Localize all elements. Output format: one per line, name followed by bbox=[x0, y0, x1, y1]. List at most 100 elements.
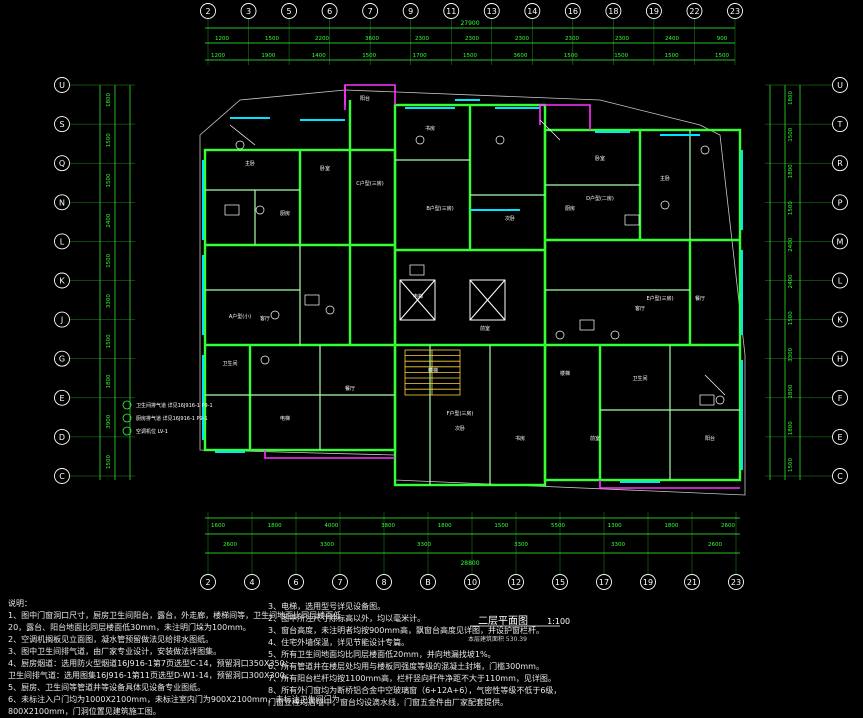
axis-label: 15 bbox=[555, 578, 565, 587]
note-line: 3、窗台高度，未注明者均按900mm高，飘窗台高度见详图，并设护窗栏杆。 bbox=[268, 626, 544, 635]
bottom-dimension: 3300 bbox=[514, 542, 528, 548]
axis-bubble: C bbox=[832, 468, 848, 484]
axis-label: G bbox=[59, 355, 65, 364]
top-dimension: 1500 bbox=[665, 53, 679, 59]
right-dimension: 1800 bbox=[788, 91, 794, 105]
axis-bubble: 12 bbox=[508, 574, 524, 590]
axis-bubble: R bbox=[832, 155, 848, 172]
note-line: 7、所有阳台栏杆均按1100mm高，栏杆竖向杆件净距不大于110mm，见详图。 bbox=[268, 674, 556, 683]
balconies bbox=[264, 84, 740, 489]
legend: 卫生间排气道 详见16J916-1 P9-1 厨房排气道 详见16J916-1 … bbox=[122, 400, 213, 436]
top-dimension: 2300 bbox=[465, 36, 479, 42]
room-label: 前室 bbox=[480, 325, 490, 332]
axis-label: 6 bbox=[327, 7, 332, 16]
axis-bubble: L bbox=[832, 272, 848, 289]
note-line: 20，露台、阳台地面比同层楼面低30mm，未注明门垛为100mm。 bbox=[8, 623, 251, 632]
axis-bubble: 14 bbox=[524, 3, 541, 19]
left-dimension: 3900 bbox=[106, 414, 112, 428]
note-line: 1、图中门窗洞口尺寸，厨房卫生间阳台，露台，外走廊，楼梯间等，卫生间地面比同层楼… bbox=[8, 611, 342, 620]
room-label: 楼梯 bbox=[560, 370, 570, 377]
note-line: 4、厨房烟道：选用防火型烟道16J916-1第7页选型C-14，预留洞口350X… bbox=[8, 659, 293, 668]
axis-bubble: N bbox=[54, 194, 70, 211]
axis-label: C bbox=[59, 472, 65, 481]
top-dimension: 2300 bbox=[515, 36, 529, 42]
room-label: 电梯 bbox=[280, 415, 290, 422]
top-dimension: 2300 bbox=[565, 36, 579, 42]
axis-label: 16 bbox=[568, 7, 578, 16]
axis-label: 21 bbox=[687, 578, 697, 587]
axis-bubble: 19 bbox=[645, 3, 662, 19]
axis-label: K bbox=[837, 316, 843, 325]
axis-bubble: 11 bbox=[443, 3, 460, 19]
note-line: 4、住宅外墙保温，详见节能设计专篇。 bbox=[268, 638, 410, 647]
room-label: 餐厅 bbox=[345, 385, 355, 392]
left-dimension: 1500 bbox=[106, 334, 112, 348]
axis-bubble: L bbox=[54, 233, 70, 250]
axis-bubble: 16 bbox=[564, 3, 581, 19]
room-label: 次卧 bbox=[505, 215, 515, 222]
top-dimension: 1400 bbox=[312, 53, 326, 59]
axis-bubble: 6 bbox=[321, 3, 338, 19]
unit-label: E户型(三房) bbox=[646, 295, 673, 302]
bottom-dimension: 4000 bbox=[324, 523, 338, 529]
axis-bubble: 15 bbox=[552, 574, 568, 590]
axis-label: Q bbox=[59, 159, 65, 168]
axis-bubble: 22 bbox=[686, 3, 703, 19]
axis-label: 19 bbox=[649, 7, 659, 16]
bottom-dimension: 3300 bbox=[417, 542, 431, 548]
dimension-lines bbox=[99, 27, 801, 554]
axis-label: L bbox=[60, 237, 65, 246]
bottom-dimension: 3300 bbox=[320, 542, 334, 548]
axis-bubble: G bbox=[54, 350, 70, 367]
note-line: 8、所有外门窗均为断桥铝合金中空玻璃窗（6+12A+6），气密性等级不低于6级， bbox=[268, 686, 562, 695]
axis-label: J bbox=[60, 316, 63, 325]
top-dimension: 3600 bbox=[365, 36, 379, 42]
note-line: 门窗立樘均居墙中，窗台均设滴水线，门窗五金件由厂家配套提供。 bbox=[268, 698, 508, 707]
title-block: 二层平面图 1:100 bbox=[478, 609, 570, 628]
room-label: 主卧 bbox=[245, 160, 255, 167]
note-line: 3、图中卫生间排气道，由厂家专业设计，安装做法详图集。 bbox=[8, 647, 222, 656]
axis-label: 4 bbox=[249, 578, 254, 587]
axis-bubble: 5 bbox=[281, 3, 298, 19]
axis-bubble: F bbox=[832, 389, 848, 406]
unit-label: D户型(二房) bbox=[586, 195, 614, 202]
room-label: 餐厅 bbox=[695, 295, 705, 302]
left-dimension: 2400 bbox=[106, 213, 112, 227]
fixtures bbox=[224, 119, 726, 406]
axis-label: 17 bbox=[599, 578, 609, 587]
axis-label: H bbox=[837, 355, 843, 364]
axis-label: 2 bbox=[205, 7, 210, 16]
legend-item-2: 厨房排气道 详见16J916-1 P9-1 bbox=[136, 415, 208, 422]
axis-bubble: S bbox=[54, 116, 70, 133]
right-dimension: 1500 bbox=[788, 311, 794, 325]
top-dimension: 1500 bbox=[463, 53, 477, 59]
room-label: 电梯 bbox=[413, 293, 423, 300]
axis-bubble: M bbox=[832, 233, 848, 250]
axis-bubble: 23 bbox=[727, 3, 743, 19]
axis-label: R bbox=[837, 159, 843, 168]
axis-bubble: 23 bbox=[728, 574, 744, 590]
legend-item-3: 空调机位 LV-1 bbox=[136, 428, 168, 435]
note-line: 2、空调机搁板见立面图，凝水管预留做法见给排水图纸。 bbox=[8, 635, 214, 644]
room-label: 书房 bbox=[515, 435, 525, 442]
unit-label: B户型(三房) bbox=[426, 205, 453, 212]
room-label: 厨房 bbox=[565, 205, 575, 212]
axis-label: 10 bbox=[467, 578, 477, 587]
axis-label: 7 bbox=[337, 578, 342, 587]
bottom-dimension: 1800 bbox=[268, 523, 282, 529]
room-label: 卧室 bbox=[320, 165, 330, 172]
room-label: 卫生间 bbox=[632, 375, 647, 382]
right-dimension: 1800 bbox=[788, 164, 794, 178]
bottom-dimension: 2600 bbox=[223, 542, 237, 548]
axis-bubble: H bbox=[832, 350, 848, 367]
axis-bubble: 2 bbox=[200, 3, 216, 19]
right-dimension: 3300 bbox=[788, 347, 794, 361]
axis-label: U bbox=[837, 81, 843, 90]
top-dimension: 1500 bbox=[564, 53, 578, 59]
note-line: 说明： bbox=[8, 599, 32, 608]
axis-label: 12 bbox=[511, 578, 521, 587]
room-label: 卫生间 bbox=[222, 360, 237, 367]
axis-label: 8 bbox=[381, 578, 386, 587]
axis-bubble: 17 bbox=[596, 574, 612, 590]
axis-label: S bbox=[59, 120, 64, 129]
